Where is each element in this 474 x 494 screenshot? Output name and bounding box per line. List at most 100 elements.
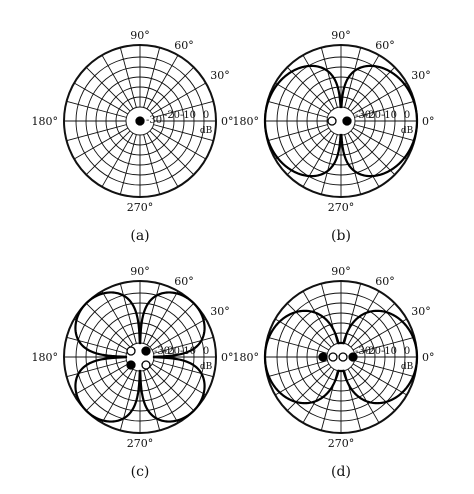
radial-spoke (286, 366, 332, 412)
source-filled (135, 116, 145, 126)
directivity-pattern (263, 309, 419, 405)
source-open (327, 116, 337, 126)
radial-spoke (101, 132, 134, 188)
radial-spoke (350, 302, 396, 348)
radial-spoke (350, 66, 396, 112)
radial-spoke (267, 360, 328, 378)
angle-label: 180° (32, 351, 59, 364)
angle-label: 180° (233, 115, 260, 128)
db-tick-label: 0 (404, 110, 410, 121)
radial-spoke (267, 124, 328, 142)
radial-spoke (146, 290, 179, 346)
source-open (141, 360, 151, 370)
radial-spoke (101, 290, 134, 346)
angle-label: 0° (422, 351, 435, 364)
source-open (126, 346, 136, 356)
radial-spoke (143, 283, 161, 344)
angle-label: 180° (233, 351, 260, 364)
radial-spoke (302, 290, 335, 346)
db-tick-label: 0 (203, 346, 209, 357)
radial-spoke (151, 82, 207, 115)
radial-spoke (151, 127, 207, 160)
radial-spoke (352, 318, 408, 351)
angle-label: 60° (375, 39, 395, 52)
panel-caption: (c) (131, 464, 150, 480)
radial-spoke (267, 336, 328, 354)
db-tick-label: -30 (355, 110, 371, 121)
radial-spoke (350, 366, 396, 412)
source-open (328, 352, 338, 362)
angle-label: 30° (411, 69, 431, 82)
radial-spoke (66, 360, 127, 378)
radial-spoke (274, 127, 330, 160)
source-filled (126, 360, 136, 370)
radial-spoke (347, 54, 380, 110)
radial-spoke (146, 54, 179, 110)
radial-spoke (344, 134, 362, 195)
db-tick-label: -20 (164, 346, 180, 357)
radial-spoke (66, 336, 127, 354)
radial-spoke (119, 47, 137, 108)
db-tick-label: -10 (180, 346, 196, 357)
db-tick-label: -30 (355, 346, 371, 357)
radial-spoke (146, 368, 179, 424)
radial-spoke (302, 54, 335, 110)
radial-spoke (73, 127, 129, 160)
radial-spoke (85, 302, 131, 348)
radial-spoke (66, 100, 127, 118)
radial-spoke (286, 66, 332, 112)
angle-label: 30° (210, 305, 230, 318)
radial-spoke (73, 318, 129, 351)
radial-spoke (354, 124, 415, 142)
radial-spoke (153, 100, 214, 118)
db-tick-label: -20 (164, 110, 180, 121)
angle-label: 30° (210, 69, 230, 82)
directivity-pattern (263, 64, 419, 178)
angle-label: 90° (130, 29, 150, 42)
angle-label: 270° (127, 201, 154, 214)
radial-spoke (143, 134, 161, 195)
radial-spoke (352, 363, 408, 396)
radial-spoke (354, 100, 415, 118)
angle-label: 90° (331, 29, 351, 42)
radial-spoke (119, 283, 137, 344)
db-tick-label: -30 (154, 346, 170, 357)
angle-label: 60° (375, 275, 395, 288)
db-tick-label: -10 (381, 110, 397, 121)
radial-spoke (352, 127, 408, 160)
radial-spoke (347, 132, 380, 188)
db-tick-label: 0 (203, 110, 209, 121)
angle-label: 0° (422, 115, 435, 128)
radial-spoke (320, 134, 338, 195)
source-filled (318, 352, 328, 362)
panel-caption: (a) (130, 228, 149, 244)
radial-spoke (66, 124, 127, 142)
radial-spoke (151, 318, 207, 351)
radial-spoke (101, 368, 134, 424)
angle-label: 270° (328, 437, 355, 450)
angle-label: 60° (174, 275, 194, 288)
radial-spoke (85, 66, 131, 112)
radial-spoke (350, 130, 396, 176)
radial-spoke (73, 82, 129, 115)
angle-label: 270° (127, 437, 154, 450)
radial-spoke (352, 82, 408, 115)
angle-label: 60° (174, 39, 194, 52)
radial-spoke (149, 66, 195, 112)
radial-spoke (73, 363, 129, 396)
radial-spoke (153, 124, 214, 142)
radial-spoke (286, 130, 332, 176)
radial-spoke (149, 366, 195, 412)
radial-spoke (149, 302, 195, 348)
radial-spoke (347, 290, 380, 346)
radial-spoke (274, 82, 330, 115)
source-filled (348, 352, 358, 362)
angle-label: 0° (221, 115, 234, 128)
radial-spoke (354, 336, 415, 354)
directivity-pattern (74, 291, 206, 423)
source-open (338, 352, 348, 362)
radial-spoke (143, 47, 161, 108)
